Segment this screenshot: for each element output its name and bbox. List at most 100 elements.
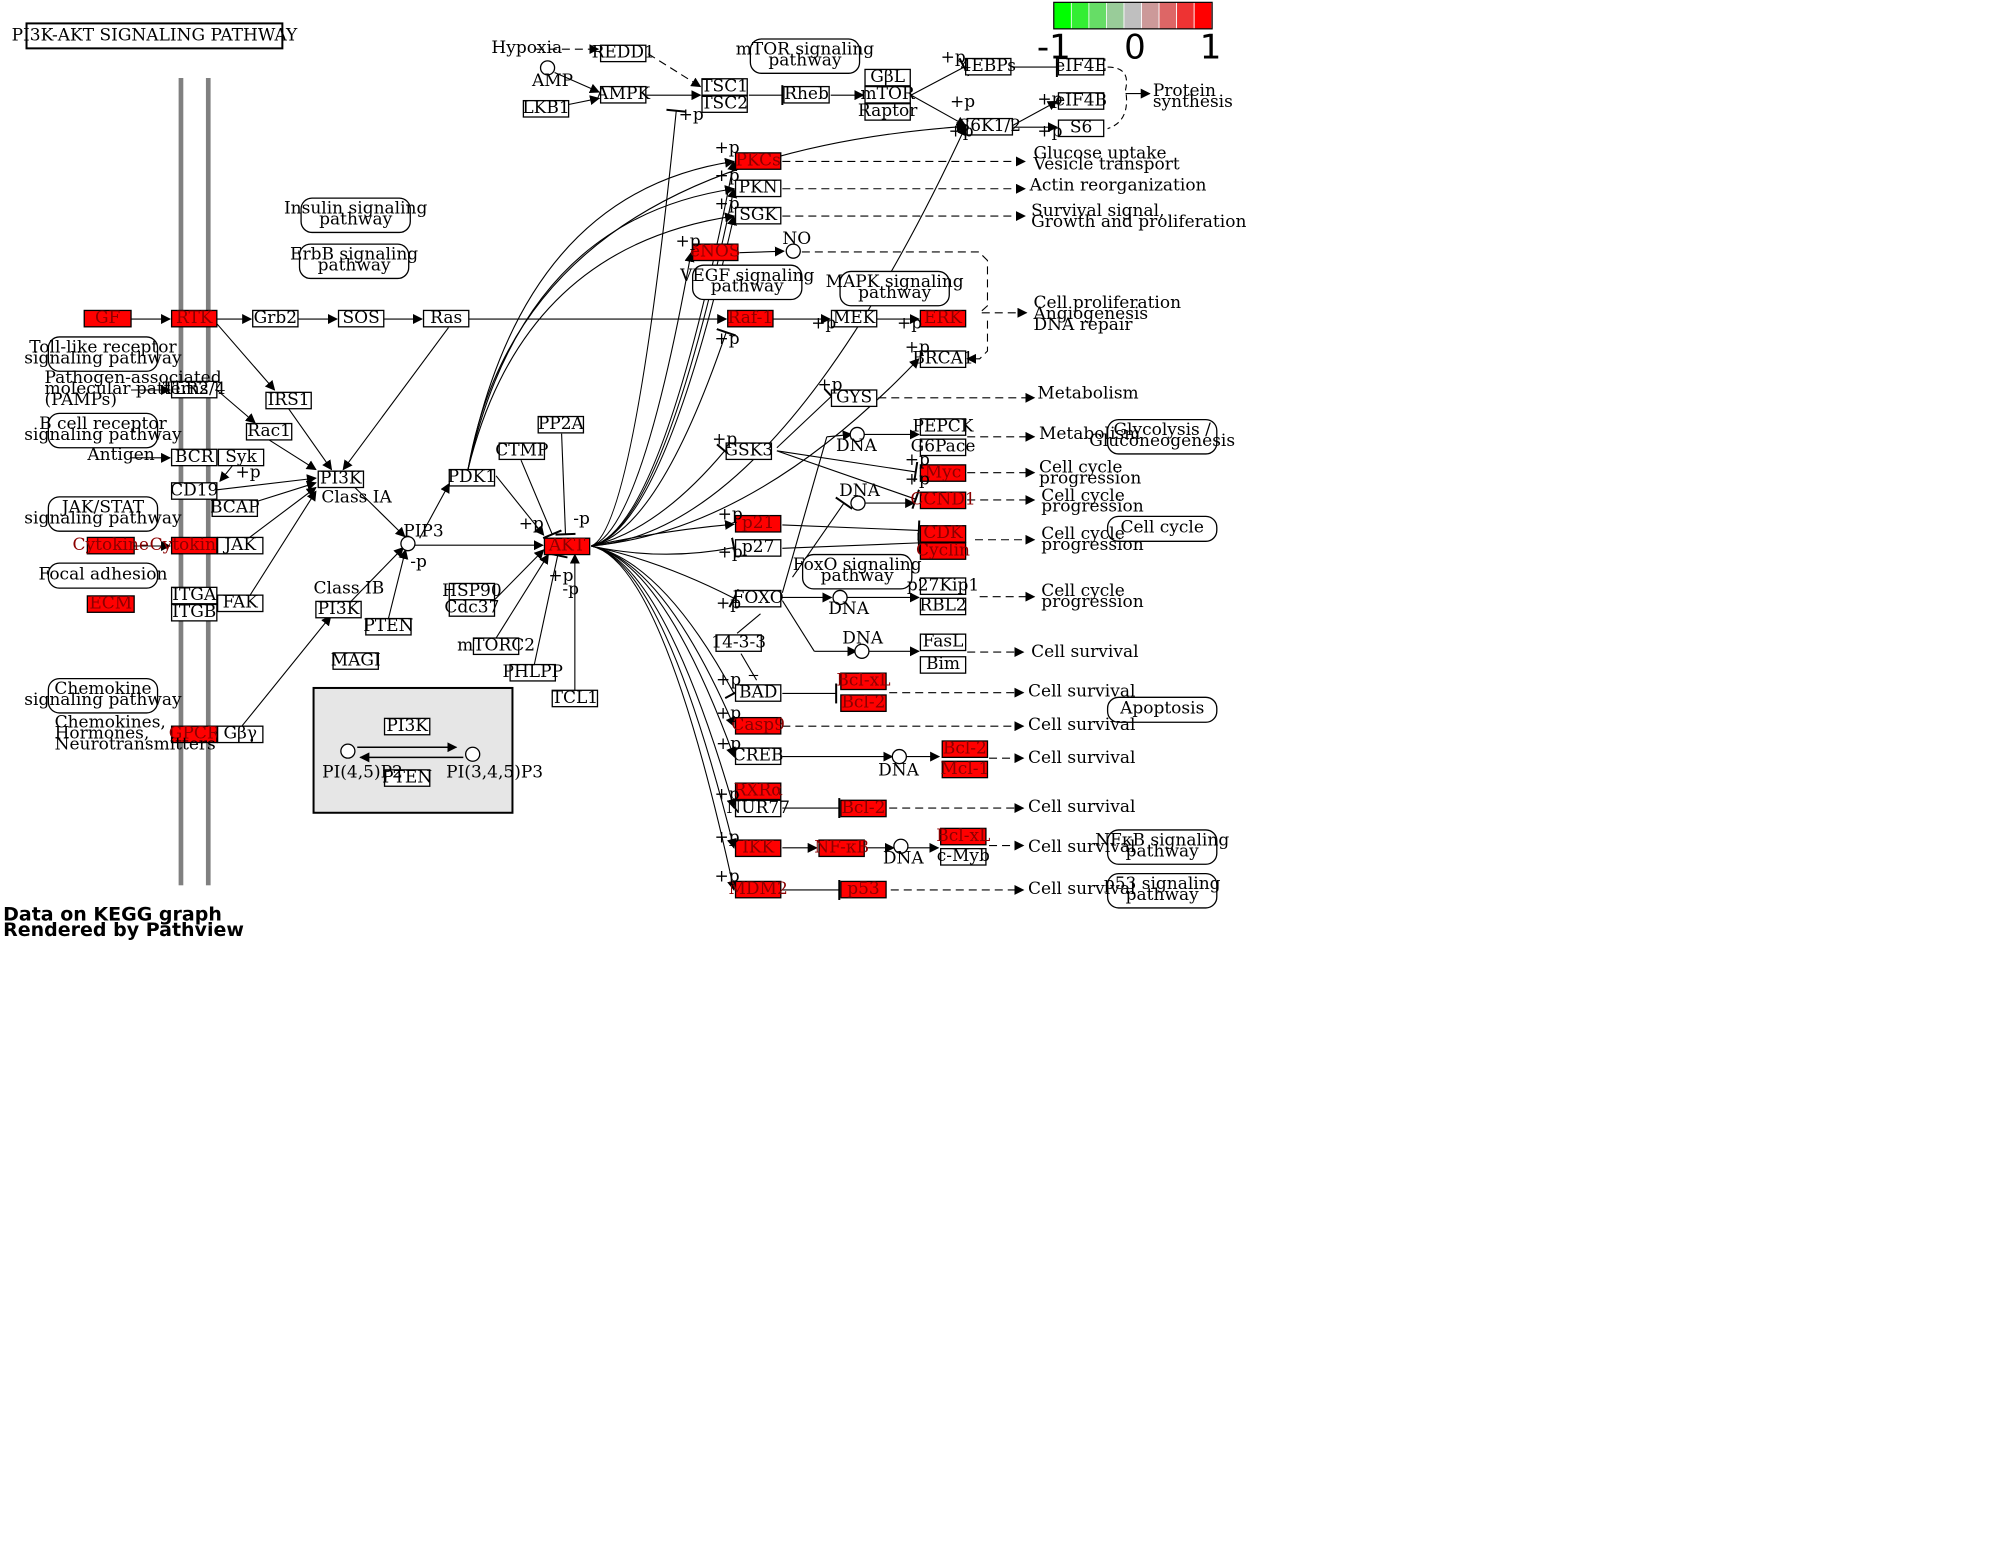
pathway-map-glyco[interactable]: Glycolysis /Gluconeogenesis xyxy=(1089,418,1235,455)
gene-node-itga[interactable]: ITGA xyxy=(170,585,218,605)
gene-node-sgk[interactable]: SGK xyxy=(734,205,782,225)
gene-node-mtorc2[interactable]: mTORC2 xyxy=(457,636,535,656)
gene-node-pi3k-b[interactable]: PI3K xyxy=(315,599,362,619)
gene-node-inset-pi3k[interactable]: PI3K xyxy=(383,716,431,736)
gene-node-foxo[interactable]: FOXO xyxy=(733,588,784,608)
gene-node-fasl[interactable]: FasL xyxy=(919,632,967,652)
gene-node-cdk[interactable]: CDK xyxy=(919,523,967,543)
gene-node-bcap[interactable]: BCAP xyxy=(210,497,260,517)
pathway-map-cellcycle[interactable]: Cell cycle xyxy=(1106,515,1218,542)
gene-node-sos[interactable]: SOS xyxy=(337,308,385,328)
gene-node-jak[interactable]: JAK xyxy=(216,535,264,555)
gene-node-fak[interactable]: FAK xyxy=(216,593,264,613)
gene-node-p27kip1[interactable]: p27Kip1 xyxy=(907,575,979,595)
gene-node-n1433[interactable]: 14-3-3 xyxy=(711,632,766,652)
gene-node-bcl2-2[interactable]: Bcl-2 xyxy=(941,738,989,758)
gene-node-bclxl-1[interactable]: Bcl-xL xyxy=(836,671,890,691)
gene-node-cd19[interactable]: CD19 xyxy=(170,480,218,500)
gene-node-p53[interactable]: p53 xyxy=(840,879,887,899)
gene-node-akt[interactable]: AKT xyxy=(543,536,591,556)
pathway-map-focal[interactable]: Focal adhesion xyxy=(38,562,167,589)
gene-node-itgb[interactable]: ITGB xyxy=(170,602,218,622)
gene-node-nur77[interactable]: NUR77 xyxy=(726,798,790,818)
gene-node-gpcr[interactable]: GPCR xyxy=(169,724,221,744)
gene-node-redd1[interactable]: REDD1 xyxy=(592,43,655,63)
gene-node-inset-pten[interactable]: PTEN xyxy=(382,767,432,787)
gene-node-irs1[interactable]: IRS1 xyxy=(265,390,312,410)
gene-node-phlpp[interactable]: PHLPP xyxy=(503,662,563,682)
gene-node-cytokine[interactable]: Cytokine xyxy=(73,535,149,555)
gene-node-ctmp[interactable]: CTMP xyxy=(495,441,548,461)
gene-node-gys[interactable]: GYS xyxy=(830,387,878,407)
gene-node-mdm2[interactable]: MDM2 xyxy=(729,879,788,899)
gene-node-ampk[interactable]: AMPK xyxy=(595,84,650,104)
gene-node-casp9[interactable]: Casp9 xyxy=(731,715,785,735)
gene-node-p21[interactable]: p21 xyxy=(734,513,782,533)
gene-node-cyclin[interactable]: Cyclin xyxy=(916,540,970,560)
gene-node-pdk1[interactable]: PDK1 xyxy=(448,467,497,487)
gene-node-tlr24[interactable]: TLR2/4 xyxy=(163,379,226,399)
gene-node-pepck[interactable]: PEPCK xyxy=(913,416,974,436)
gene-node-bad[interactable]: BAD xyxy=(734,682,782,702)
gene-node-tcl1[interactable]: TCL1 xyxy=(551,688,599,708)
gene-node-raf1[interactable]: Raf-1 xyxy=(727,308,774,328)
gene-node-gf[interactable]: GF xyxy=(83,308,132,328)
gene-node-bcr[interactable]: BCR xyxy=(170,447,218,467)
gene-node-erk[interactable]: ERK xyxy=(919,308,967,328)
gene-node-magi[interactable]: MAGI xyxy=(331,650,381,670)
gene-node-gbl[interactable]: GβL xyxy=(864,67,911,87)
gene-node-bcl2-1[interactable]: Bcl-2 xyxy=(840,692,887,712)
gene-node-pten[interactable]: PTEN xyxy=(363,616,413,636)
gene-node-ebps[interactable]: 4EBPs xyxy=(961,56,1016,76)
gene-node-myc[interactable]: Myc xyxy=(919,462,967,482)
gene-node-raptor[interactable]: Raptor xyxy=(858,101,918,121)
gene-node-bim[interactable]: Bim xyxy=(919,654,967,674)
gene-node-eif4e[interactable]: eIF4E xyxy=(1055,56,1107,76)
gene-node-rxra[interactable]: RXRα xyxy=(734,781,784,801)
gene-node-creb[interactable]: CREB xyxy=(733,746,784,766)
gene-node-ikk[interactable]: IKK xyxy=(734,838,782,858)
gene-node-ras[interactable]: Ras xyxy=(422,308,470,328)
gene-node-bcl2-3[interactable]: Bcl-2 xyxy=(840,798,887,818)
gene-node-rac1[interactable]: Rac1 xyxy=(245,421,293,441)
gene-node-gsk3[interactable]: GSK3 xyxy=(724,441,773,461)
gene-node-g6pace[interactable]: G6Pace xyxy=(911,437,976,457)
gene-node-syk[interactable]: Syk xyxy=(217,447,265,467)
gene-node-tsc1[interactable]: TSC1 xyxy=(701,76,748,96)
gene-node-pkcs[interactable]: PKCs xyxy=(734,150,782,170)
gene-node-mek[interactable]: MEK xyxy=(830,308,878,328)
gene-node-cdc37[interactable]: Cdc37 xyxy=(444,597,499,617)
gene-node-cmyb[interactable]: c-Myb xyxy=(937,846,990,866)
gene-node-mcl1[interactable]: Mcl-1 xyxy=(940,759,989,779)
gene-node-pi3k-a[interactable]: PI3K xyxy=(317,469,365,489)
gene-node-eif4b[interactable]: eIF4B xyxy=(1055,90,1107,110)
gene-node-rheb[interactable]: Rheb xyxy=(783,84,830,104)
gene-node-rbl2[interactable]: RBL2 xyxy=(919,596,966,616)
gene-node-s6k12[interactable]: S6K1/2 xyxy=(959,116,1022,136)
gene-node-s6[interactable]: S6 xyxy=(1057,118,1105,138)
gene-node-ecm[interactable]: ECM xyxy=(86,593,135,613)
pathway-map-apoptosis[interactable]: Apoptosis xyxy=(1106,696,1218,723)
gene-node-tsc2[interactable]: TSC2 xyxy=(701,93,748,113)
gene-node-mtor[interactable]: mTOR xyxy=(861,84,916,104)
gene-node-pp2a[interactable]: PP2A xyxy=(537,414,585,434)
gene-node-brca1[interactable]: BRCA1 xyxy=(912,348,973,368)
gene-node-enos[interactable]: eNOS xyxy=(690,242,741,262)
gene-node-grb2[interactable]: Grb2 xyxy=(252,308,299,328)
gene-node-gby[interactable]: Gβγ xyxy=(216,724,264,744)
gene-node-bclxl-2[interactable]: Bcl-xL xyxy=(936,826,990,846)
gene-node-pkn[interactable]: PKN xyxy=(734,178,782,198)
gene-node-p27[interactable]: p27 xyxy=(734,537,782,557)
gene-node-ccnd1[interactable]: CCND1 xyxy=(910,490,975,510)
